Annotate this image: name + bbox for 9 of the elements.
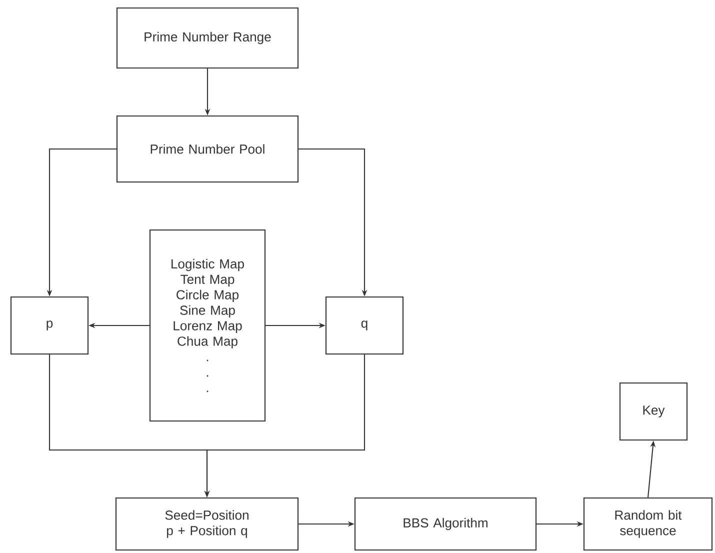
process-box: Seed=Position p + Position q bbox=[115, 497, 299, 551]
process-box: q bbox=[325, 296, 404, 355]
process-box: Random bit sequence bbox=[583, 497, 713, 551]
process-box: BBS Algorithm bbox=[354, 497, 537, 551]
map-list-box: Logistic Map Tent Map Circle Map Sine Map Lorenz Map Chua Map . . . bbox=[149, 229, 266, 422]
process-box: Prime Number Pool bbox=[116, 115, 299, 183]
process-box: Key bbox=[619, 382, 688, 441]
process-box: Prime Number Range bbox=[116, 7, 299, 69]
process-box: p bbox=[10, 296, 89, 355]
